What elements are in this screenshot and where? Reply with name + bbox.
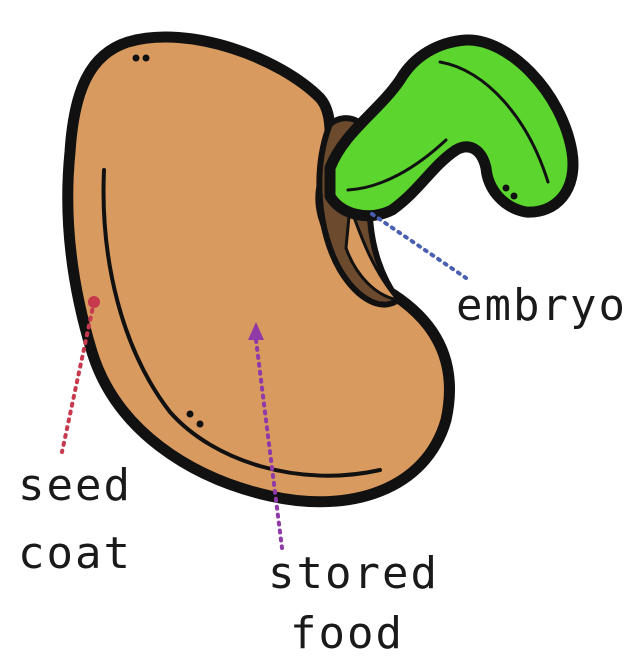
stored-food-label-line1: stored — [268, 552, 439, 596]
seed-dot — [187, 411, 194, 418]
seed-dot — [143, 55, 150, 62]
seed-coat-pointer — [62, 302, 94, 452]
embryo-dot — [503, 185, 510, 192]
embryo-pointer — [372, 214, 466, 278]
seed-coat-label-line1: seed — [18, 464, 132, 508]
seed-coat-label-line2: coat — [18, 532, 132, 576]
seed-dot — [197, 421, 204, 428]
stored-food-label-line2: food — [290, 612, 404, 656]
embryo-dot — [511, 193, 518, 200]
seed-dot — [133, 55, 140, 62]
embryo-label: embryo — [456, 284, 624, 328]
